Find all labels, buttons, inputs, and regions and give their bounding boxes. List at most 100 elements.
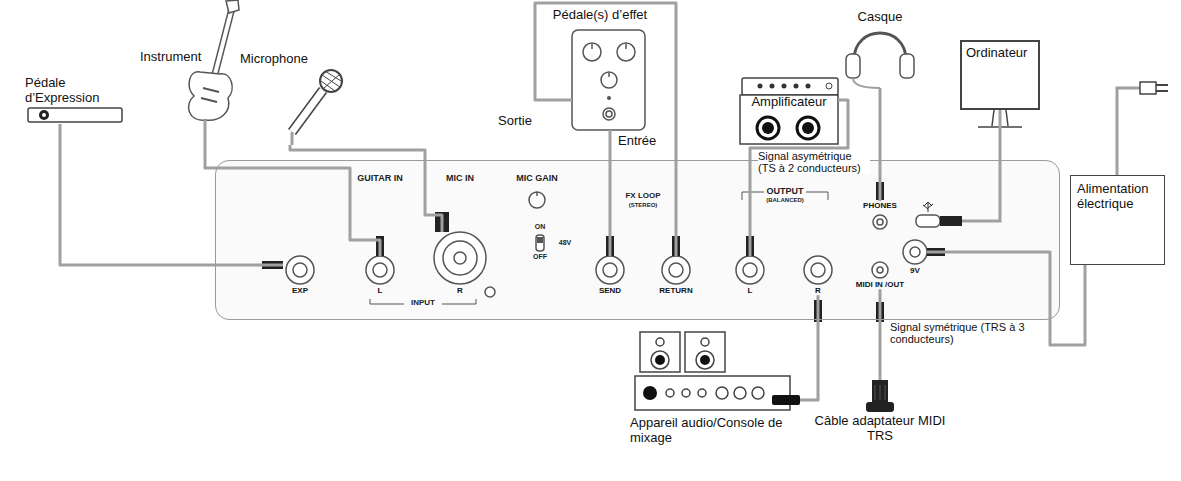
jack: L bbox=[733, 256, 767, 295]
mic-handle bbox=[292, 90, 323, 132]
knob-marks bbox=[592, 44, 626, 77]
cable bbox=[60, 124, 283, 265]
device-label: Pédale(s) d’effet bbox=[545, 8, 655, 23]
pedal-jack bbox=[39, 110, 49, 120]
usb-wire bbox=[962, 160, 1000, 221]
device-node: Pédale d’Expression bbox=[25, 76, 125, 124]
amp-knobs bbox=[758, 84, 811, 89]
headphone-band bbox=[854, 33, 906, 60]
device-label: Casque bbox=[840, 10, 920, 25]
midi-adapter bbox=[872, 380, 888, 404]
switch-lever bbox=[537, 237, 543, 243]
cable bbox=[609, 130, 612, 256]
panel-label: GUITAR IN bbox=[340, 174, 420, 184]
guitar-pickups bbox=[201, 88, 219, 102]
usb-symbol bbox=[923, 202, 933, 212]
computer-screen: Ordinateur bbox=[960, 40, 1040, 110]
jack-label: EXP bbox=[283, 286, 317, 295]
pedal-led bbox=[607, 96, 611, 100]
device-label: Amplificateur bbox=[740, 95, 838, 110]
plug-prongs bbox=[1156, 85, 1168, 91]
device-node: Pédale(s) d’effet bbox=[545, 8, 655, 130]
jack-label: L bbox=[363, 286, 397, 295]
panel-label: INPUT bbox=[403, 299, 443, 308]
guitar-neck bbox=[215, 8, 232, 74]
jack-label: R bbox=[801, 286, 835, 295]
combo-jack: R bbox=[432, 232, 488, 295]
jack-label: PHONES bbox=[858, 201, 902, 210]
panel-label: MIC GAIN bbox=[507, 174, 567, 184]
panel-fill bbox=[215, 160, 1060, 320]
device-label: Appareil audio/Console de mixage bbox=[630, 416, 800, 446]
note-label: Signal asymétrique (TS à 2 conducteurs) bbox=[758, 151, 870, 174]
jack-label: SEND bbox=[593, 286, 627, 295]
device-node: Amplificateur bbox=[740, 78, 838, 144]
device-label: Alimentation électrique bbox=[1077, 182, 1158, 212]
guitar-cord bbox=[204, 120, 207, 125]
panel-label: 48V bbox=[548, 239, 582, 247]
panel-label: ON bbox=[525, 223, 555, 231]
note-label: Sortie bbox=[498, 114, 538, 128]
headphone-cord bbox=[853, 78, 880, 88]
power-jack: 9V bbox=[903, 240, 927, 275]
guitar-body bbox=[189, 72, 233, 120]
jack: SEND bbox=[593, 256, 627, 295]
headphone-cup bbox=[846, 54, 860, 78]
jack: L bbox=[363, 256, 397, 295]
cable bbox=[999, 110, 1002, 160]
knob-mark bbox=[536, 192, 538, 196]
midi-connector bbox=[866, 402, 894, 412]
expression-pedal bbox=[28, 108, 122, 122]
device-panel: GUITAR IN MIC IN MIC GAIN ON 48V OFF INPUT FX L… bbox=[215, 160, 1060, 320]
jacks bbox=[286, 192, 940, 297]
device-node: Câble adaptateur MIDI TRS bbox=[812, 380, 948, 444]
pedal-jack-hole bbox=[42, 113, 46, 117]
jack: MIDI IN /OUT bbox=[855, 262, 905, 289]
device-node: Instrument bbox=[140, 0, 235, 125]
jack: RETURN bbox=[651, 256, 701, 295]
jack-label: 9V bbox=[903, 266, 927, 275]
panel-label: (STEREO) bbox=[613, 202, 673, 209]
guitar-neck-outline bbox=[215, 8, 232, 74]
plugs bbox=[262, 182, 962, 322]
mains-plug bbox=[1140, 82, 1156, 94]
jack: R bbox=[801, 256, 835, 295]
device-node: Appareil audio/Console de mixage bbox=[630, 330, 800, 446]
cable bbox=[290, 145, 442, 232]
device-label: Ordinateur bbox=[966, 46, 1034, 61]
jack: EXP bbox=[283, 256, 317, 295]
mic-mesh bbox=[321, 71, 341, 91]
jack-label: MIDI IN /OUT bbox=[855, 280, 905, 289]
panel-label: (BALANCED) bbox=[750, 197, 820, 204]
device-node: Microphone bbox=[240, 52, 350, 145]
note-label: Entrée bbox=[618, 134, 668, 148]
midi-grip bbox=[875, 385, 885, 400]
cable bbox=[205, 125, 380, 256]
jack-label: R bbox=[432, 286, 488, 295]
device-label: Pédale d’Expression bbox=[25, 76, 125, 106]
cable bbox=[879, 88, 882, 201]
effect-pedal bbox=[572, 30, 645, 130]
jack: PHONES bbox=[858, 201, 902, 228]
power-supply: Alimentation électrique bbox=[1070, 175, 1165, 265]
cable bbox=[535, 3, 676, 256]
panel-label: OFF bbox=[525, 253, 555, 261]
jack-label: RETURN bbox=[651, 286, 701, 295]
pedal-out-cord bbox=[545, 99, 572, 102]
device-label: Microphone bbox=[240, 52, 350, 67]
cable bbox=[800, 295, 818, 400]
panel-label: MIC IN bbox=[430, 174, 490, 184]
mic-handle-outline bbox=[292, 90, 323, 132]
panel-label: FX LOOP bbox=[613, 192, 673, 201]
headphone-cup bbox=[900, 54, 914, 78]
jack-label: L bbox=[733, 286, 767, 295]
amp-jack bbox=[826, 83, 832, 89]
studio-monitors bbox=[635, 332, 790, 410]
amp-cabinet bbox=[740, 95, 838, 144]
device-label: Instrument bbox=[140, 50, 235, 65]
panel-label: OUTPUT bbox=[755, 187, 815, 197]
device-label: Câble adaptateur MIDI TRS bbox=[812, 414, 948, 444]
mic-head bbox=[320, 70, 342, 92]
amp-speakers bbox=[757, 117, 819, 139]
